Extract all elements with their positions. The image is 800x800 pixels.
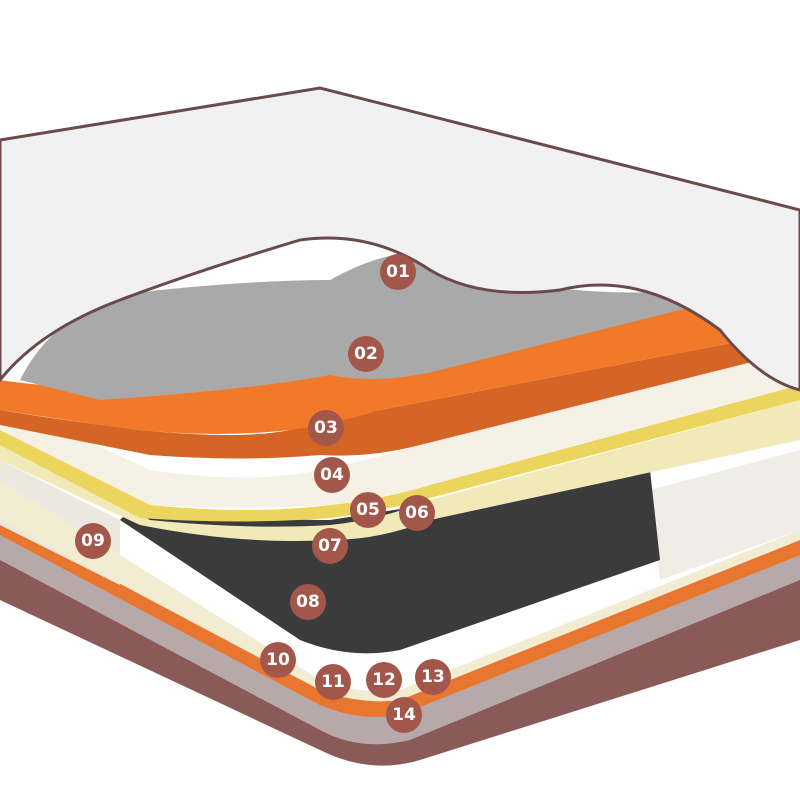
yellow-stripe — [0, 385, 800, 522]
side-foam-right — [650, 450, 800, 580]
layer-label-11: 11 — [315, 664, 351, 700]
layer-label-13: 13 — [415, 659, 451, 695]
bottom-felt-layer — [0, 480, 800, 702]
bottom-orange-layer — [0, 520, 800, 718]
orange-layer — [0, 330, 800, 459]
layer-label-14: 14 — [386, 697, 422, 733]
layer-label-05: 05 — [350, 492, 386, 528]
layer-label-02: 02 — [348, 336, 384, 372]
layer-label-12: 12 — [366, 662, 402, 698]
layer-label-04: 04 — [314, 457, 350, 493]
quilted-top-cover — [0, 86, 800, 392]
bottom-cover-layer — [0, 540, 800, 766]
layer-label-01: 01 — [380, 254, 416, 290]
layer-label-03: 03 — [308, 410, 344, 446]
white-layer — [0, 350, 800, 508]
layer-label-06: 06 — [399, 495, 435, 531]
bottom-gray-layer — [0, 530, 800, 745]
layer-label-10: 10 — [260, 642, 296, 678]
pocket-springs — [120, 470, 660, 654]
layer-label-09: 09 — [75, 523, 111, 559]
layer-label-08: 08 — [290, 584, 326, 620]
layer-label-07: 07 — [312, 528, 348, 564]
